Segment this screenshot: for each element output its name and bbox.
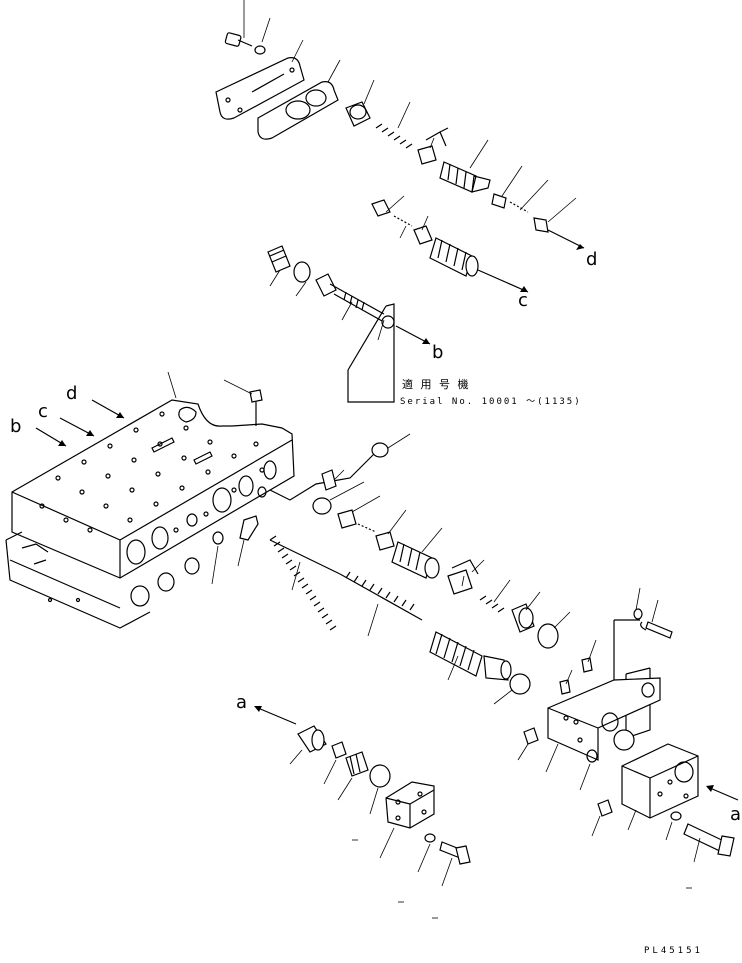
label-b-top: b	[432, 342, 444, 363]
minor-marks	[352, 839, 692, 919]
top-cover-group	[215, 0, 341, 140]
main-valve-body	[5, 371, 295, 629]
top-valve-row	[345, 79, 585, 250]
label-a-left: a	[236, 692, 248, 713]
applicability-title: 適 用 号 機	[402, 378, 471, 391]
applicability-serial: Serial No. 10001 ～(1135)	[400, 397, 582, 407]
third-valve-row	[267, 245, 431, 403]
part-code: PL45151	[644, 946, 703, 956]
label-d-top: d	[586, 249, 598, 270]
label-a-right: a	[730, 804, 742, 825]
label-c-top: c	[518, 290, 528, 311]
label-b-left: b	[10, 416, 22, 437]
left-lower-assembly	[254, 706, 471, 887]
middle-spool-assembly	[269, 433, 571, 649]
pin-and-springs	[211, 515, 423, 637]
label-c-left: c	[38, 401, 48, 422]
second-valve-row	[371, 195, 529, 293]
body-holes	[39, 411, 265, 533]
label-d-left: d	[66, 383, 78, 404]
lower-spool	[429, 631, 531, 705]
body-arrows	[35, 399, 125, 447]
right-end-cover	[517, 587, 739, 863]
